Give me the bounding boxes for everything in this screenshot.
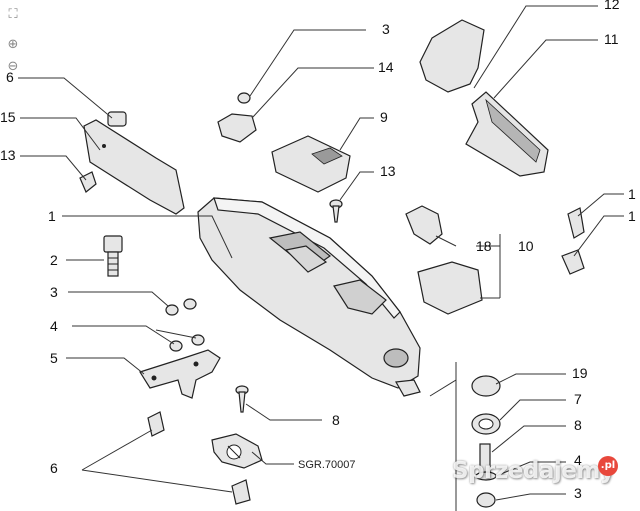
watermark-badge: .pl <box>598 456 618 476</box>
part-center-console <box>197 197 421 397</box>
callout-7: 7 <box>574 391 582 407</box>
part-nut-top <box>237 92 251 104</box>
callout-12: 12 <box>604 0 620 12</box>
part-clip-18 <box>405 205 443 245</box>
part-screw-mid <box>235 385 249 413</box>
callout-13-mid: 13 <box>380 163 396 179</box>
callout-15: 15 <box>0 109 16 125</box>
part-screw-mid-2 <box>329 199 343 223</box>
part-boot-frame <box>465 91 549 177</box>
zoom-out-icon: ⊖ <box>7 59 19 74</box>
part-nut-left-2 <box>183 298 197 310</box>
callout-3-mid: 3 <box>50 284 58 300</box>
callout-13-left: 13 <box>0 147 16 163</box>
callout-8-mid: 8 <box>332 412 340 428</box>
part-gear-boot <box>419 19 485 93</box>
part-clip-right <box>561 249 585 275</box>
part-clip-bottom-1 <box>147 411 165 437</box>
watermark-text: Sprzedajemy <box>452 458 615 484</box>
callout-6-top: 6 <box>6 69 14 85</box>
diagram-code-label: SGR.70007 <box>298 459 355 471</box>
callout-6-bottom: 6 <box>50 460 58 476</box>
part-bracket <box>139 349 221 399</box>
fullscreen-icon: ⛶ <box>8 7 18 22</box>
callout-1: 1 <box>48 208 56 224</box>
part-mount-bracket <box>217 113 257 143</box>
callout-9: 9 <box>380 109 388 125</box>
callout-3-top: 3 <box>382 21 390 37</box>
callout-8-right: 8 <box>574 417 582 433</box>
fullscreen-button[interactable]: ⛶ <box>4 6 22 24</box>
callout-18: 18 <box>476 238 492 254</box>
part-screw-right <box>567 207 585 239</box>
part-clip-top <box>107 111 127 127</box>
part-nut-left-1 <box>165 304 179 316</box>
part-side-panel <box>83 119 185 215</box>
callout-10: 10 <box>518 238 534 254</box>
part-bolt <box>103 235 123 277</box>
callout-14: 14 <box>378 59 394 75</box>
callout-4-right: 4 <box>574 452 582 468</box>
part-cover <box>417 261 483 315</box>
zoom-in-icon: ⊕ <box>7 37 19 52</box>
leader-lines <box>18 5 624 501</box>
part-inset-group <box>429 362 501 511</box>
callout-16-right: 1 <box>628 208 636 224</box>
callout-5: 5 <box>50 350 58 366</box>
callout-3-bottom: 3 <box>574 485 582 501</box>
callout-2: 2 <box>50 252 58 268</box>
callout-4-left: 4 <box>50 318 58 334</box>
zoom-out-button[interactable]: ⊖ <box>4 58 22 76</box>
part-clip-bottom-2 <box>231 479 251 505</box>
callout-13-right: 1 <box>628 186 636 202</box>
part-tray <box>271 135 351 193</box>
callout-labels: 3 14 9 13 12 11 6 15 13 1 2 3 4 5 8 6 SG… <box>0 0 636 501</box>
part-washer-left-2 <box>191 334 205 346</box>
zoom-in-button[interactable]: ⊕ <box>4 36 22 54</box>
callout-19: 19 <box>572 365 588 381</box>
part-module <box>211 433 263 469</box>
callout-11: 11 <box>604 31 619 47</box>
